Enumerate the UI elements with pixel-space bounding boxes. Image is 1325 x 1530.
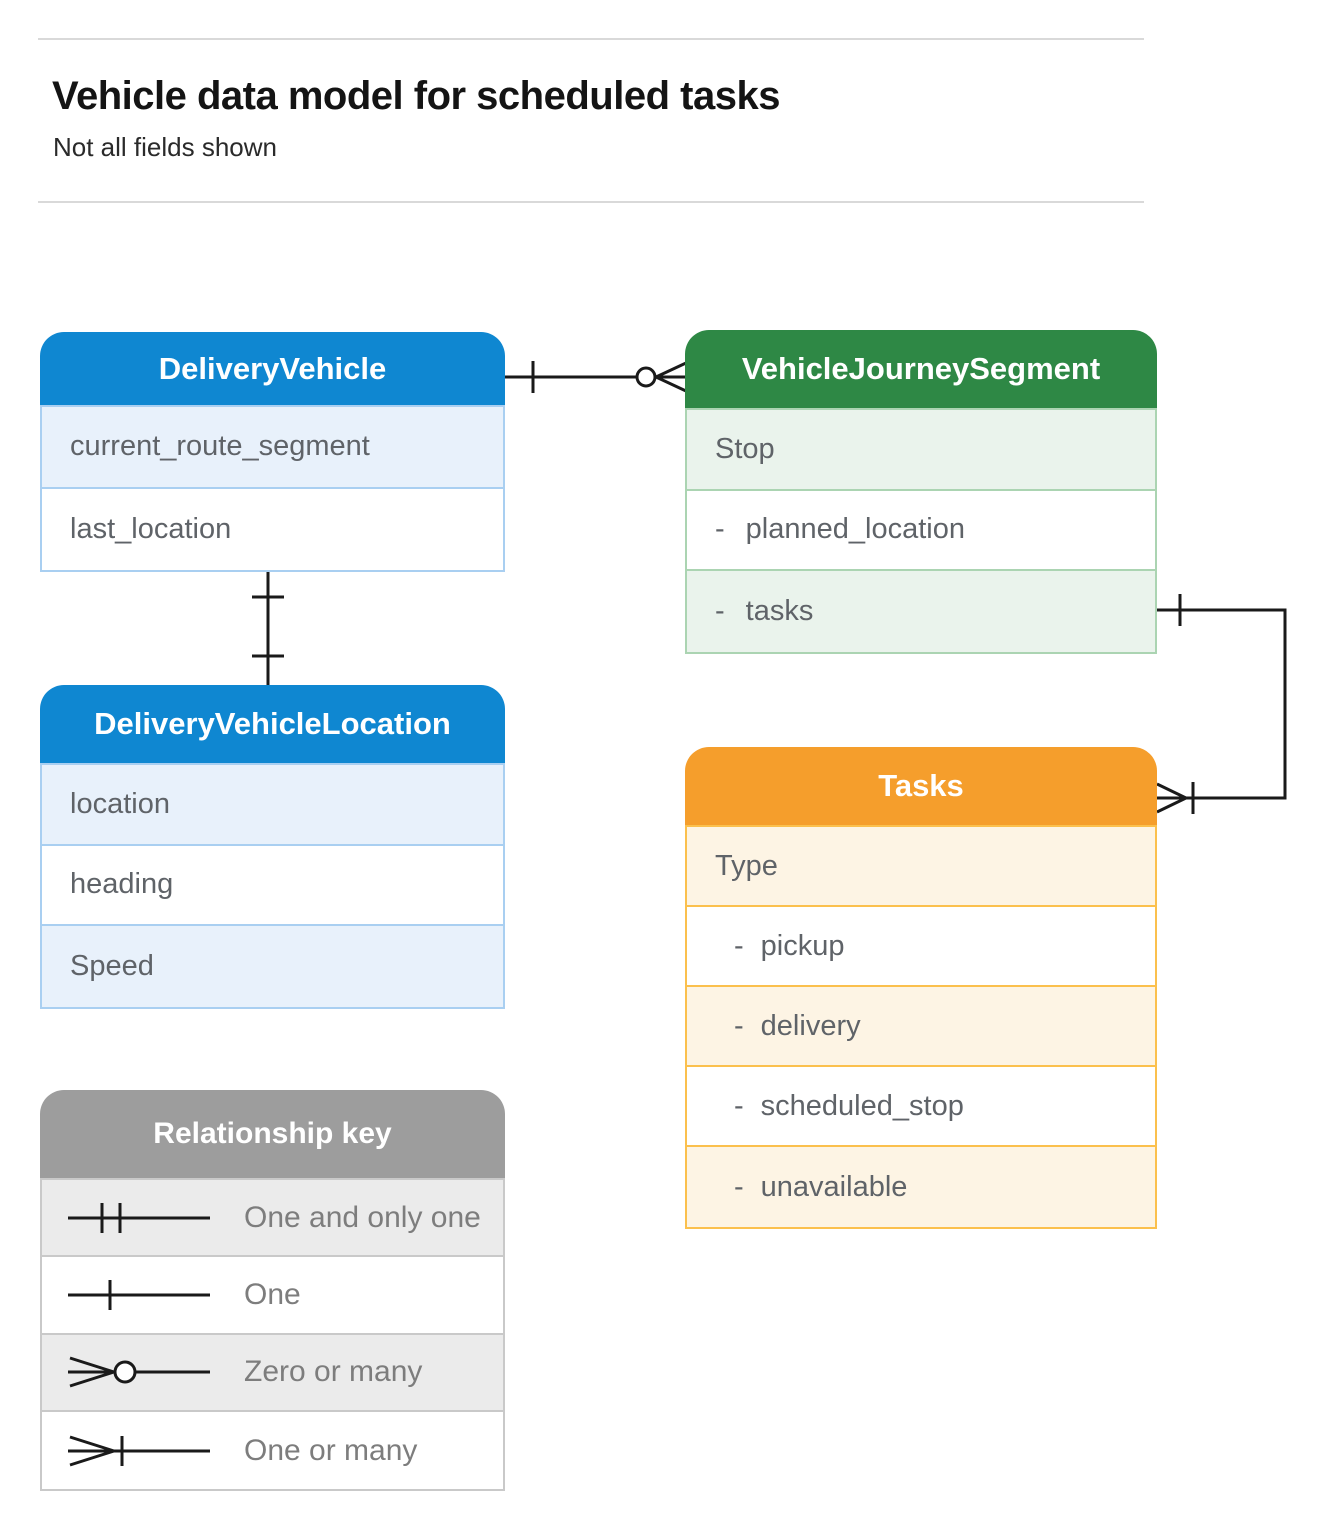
dash: - bbox=[734, 1170, 744, 1203]
field-scheduled-stop: - scheduled_stop bbox=[687, 1067, 1155, 1147]
field-type: Type bbox=[687, 827, 1155, 907]
entity-delivery-vehicle-location-fields: location heading Speed bbox=[40, 763, 505, 1009]
entity-tasks: Tasks Type - pickup - delivery - schedul… bbox=[685, 747, 1157, 1229]
legend-item-one-and-only-one: One and only one bbox=[42, 1180, 503, 1258]
dash: - bbox=[734, 1089, 744, 1122]
legend-item-one-or-many: One or many bbox=[42, 1411, 503, 1490]
entity-delivery-vehicle-fields: current_route_segment last_location bbox=[40, 405, 505, 572]
one-or-many-icon bbox=[68, 1435, 210, 1466]
entity-delivery-vehicle: DeliveryVehicle current_route_segment la… bbox=[40, 332, 505, 572]
entity-delivery-vehicle-location: DeliveryVehicleLocation location heading… bbox=[40, 685, 505, 1009]
entity-vehicle-journey-segment: VehicleJourneySegment Stop - planned_loc… bbox=[685, 330, 1157, 654]
dash: - bbox=[734, 929, 744, 962]
field-speed: Speed bbox=[42, 926, 503, 1007]
field-stop: Stop bbox=[687, 410, 1155, 491]
zero-or-many-icon bbox=[68, 1356, 210, 1388]
connector-deliveryvehicle-deliveryvehiclelocation bbox=[252, 568, 284, 685]
field-tasks: - tasks bbox=[687, 571, 1155, 652]
field-current-route-segment: current_route_segment bbox=[42, 407, 503, 489]
legend-item-one: One bbox=[42, 1257, 503, 1335]
dash: - bbox=[715, 513, 725, 546]
relationship-key-items: One and only one One Zero or many bbox=[40, 1178, 505, 1492]
field-pickup: - pickup bbox=[687, 907, 1155, 987]
entity-tasks-fields: Type - pickup - delivery - scheduled_sto… bbox=[685, 825, 1157, 1229]
entity-delivery-vehicle-title: DeliveryVehicle bbox=[40, 332, 505, 405]
entity-vehicle-journey-segment-fields: Stop - planned_location - tasks bbox=[685, 408, 1157, 654]
header-divider bbox=[38, 201, 1144, 203]
field-delivery: - delivery bbox=[687, 987, 1155, 1067]
relationship-key-title: Relationship key bbox=[40, 1090, 505, 1178]
dash: - bbox=[734, 1009, 744, 1042]
entity-vehicle-journey-segment-title: VehicleJourneySegment bbox=[685, 330, 1157, 408]
one-and-only-one-icon bbox=[68, 1202, 210, 1233]
connector-vehiclejourneysegment-tasks bbox=[1156, 594, 1287, 814]
field-last-location: last_location bbox=[42, 488, 503, 570]
field-heading: heading bbox=[42, 845, 503, 927]
relationship-key: Relationship key One and only one One bbox=[40, 1090, 505, 1492]
one-icon bbox=[68, 1279, 210, 1310]
field-location: location bbox=[42, 765, 503, 846]
page-subtitle: Not all fields shown bbox=[53, 132, 277, 162]
connector-deliveryvehicle-vehiclejourneysegment bbox=[505, 361, 687, 393]
legend-item-zero-or-many: Zero or many bbox=[42, 1334, 503, 1412]
top-divider bbox=[38, 38, 1144, 40]
field-unavailable: - unavailable bbox=[687, 1147, 1155, 1227]
page-title: Vehicle data model for scheduled tasks bbox=[52, 74, 780, 118]
entity-delivery-vehicle-location-title: DeliveryVehicleLocation bbox=[40, 685, 505, 763]
field-planned-location: - planned_location bbox=[687, 490, 1155, 572]
dash: - bbox=[715, 594, 725, 627]
entity-tasks-title: Tasks bbox=[685, 747, 1157, 825]
